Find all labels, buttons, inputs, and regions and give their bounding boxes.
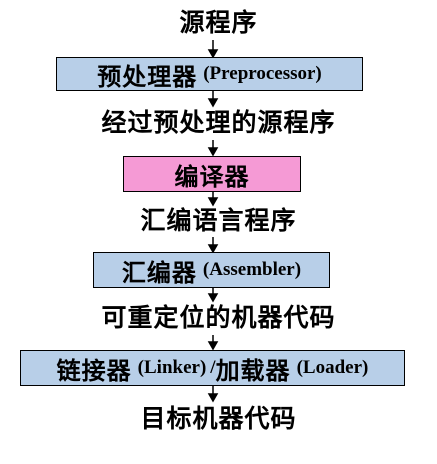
- arrow-head-5: [207, 244, 219, 254]
- relocatable-code-label: 可重定位的机器代码: [101, 303, 336, 332]
- compiler-cn-label: 编译器: [174, 162, 250, 191]
- linker-cn-label: 链接器: [56, 356, 132, 385]
- assembly-program-label: 汇编语言程序: [140, 206, 297, 235]
- loader-cn-label: 加载器: [215, 356, 291, 385]
- preprocessor-cn-label: 预处理器: [97, 62, 198, 91]
- compiler-box: 编译器: [123, 156, 301, 192]
- linker-loader-box: 链接器 (Linker) / 加载器 (Loader): [20, 350, 405, 386]
- arrow-head-6: [207, 293, 219, 303]
- arrow-head-2: [207, 98, 219, 108]
- preprocessor-box: 预处理器 (Preprocessor): [56, 57, 363, 91]
- arrow-head-7: [207, 341, 219, 351]
- preprocessor-en-label: (Preprocessor): [203, 63, 322, 84]
- linker-en-label: (Linker): [137, 357, 207, 378]
- arrow-head-4: [207, 197, 219, 207]
- assembler-box: 汇编器 (Assembler): [93, 252, 330, 288]
- arrow-head-3: [207, 147, 219, 157]
- preprocessed-source-label: 经过预处理的源程序: [101, 108, 336, 137]
- assembler-cn-label: 汇编器: [121, 258, 197, 287]
- linker-loader-separator: /: [210, 357, 216, 378]
- source-program-label: 源程序: [179, 8, 258, 37]
- arrow-head-1: [207, 49, 219, 59]
- loader-en-label: (Loader): [296, 357, 369, 378]
- target-code-label: 目标机器代码: [140, 404, 297, 433]
- arrow-head-8: [207, 393, 219, 403]
- assembler-en-label: (Assembler): [202, 259, 302, 280]
